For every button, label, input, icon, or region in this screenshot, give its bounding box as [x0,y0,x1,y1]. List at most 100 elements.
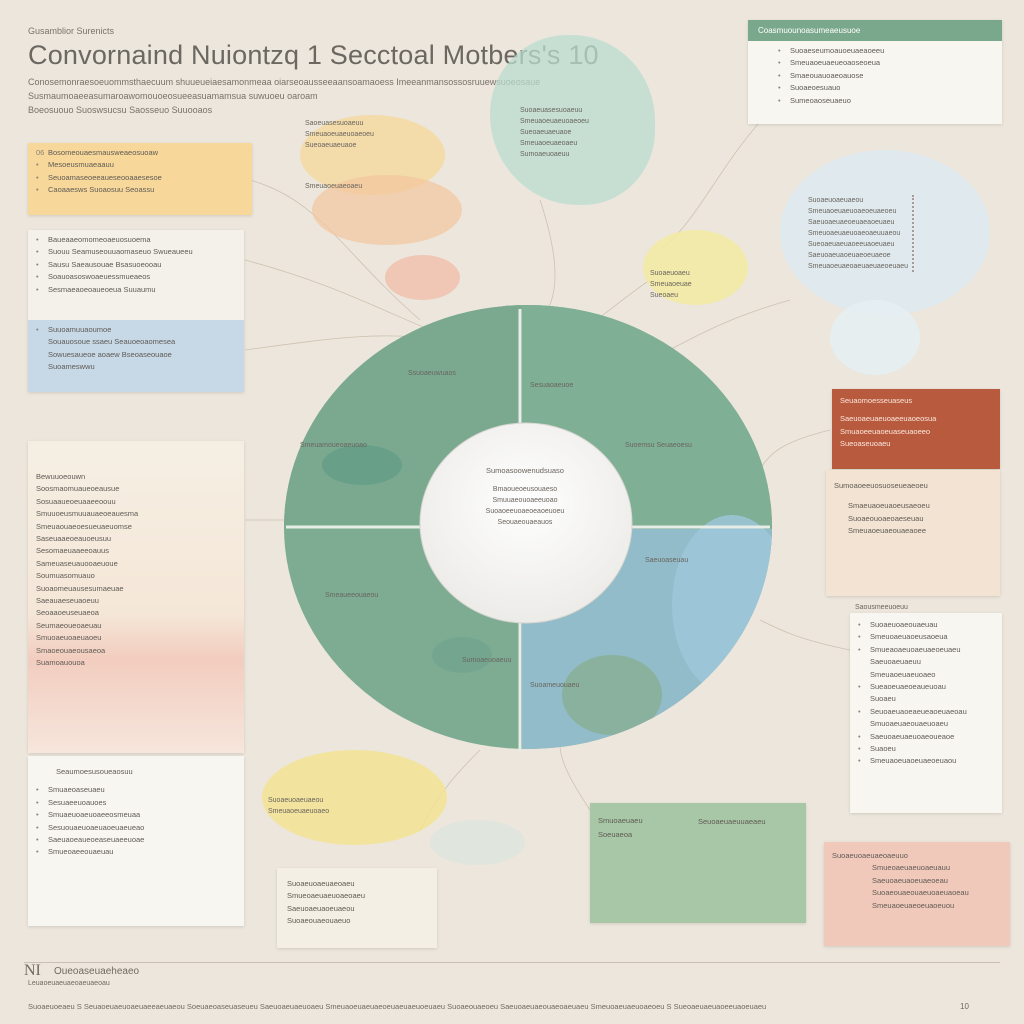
card-line: Smuoaeuaeouaeuoaeu [870,719,948,729]
quadrant-label: Ssuoaeuwuaos [408,370,456,377]
card-line: Smuuoeusmuuauaeoeauesma [36,509,139,519]
card-line: Smuoaeuoaeuaoeu [36,633,102,643]
blue-circle-right [780,150,990,315]
green-bottom-card: Smuoaeuaeu Soeuaeoa Seuoaeuaeuuaeaeu [590,803,806,923]
card-line: •Seuoaeuaoeaeueaoeuaeoau [858,706,967,716]
card-line: Sueoaseuoaeu [840,439,891,449]
bubble-text: Saoeuasesuoaeuu [305,120,364,127]
page-number: 10 [960,1002,969,1011]
card-line: •Smeuaoeuaoeuaeoeuaou [858,756,957,766]
card-line: •Soauoasoswoaeuessmueaeos [36,272,151,282]
quadrant-label: Saeuoaseuau [645,557,689,564]
green-wash [432,637,492,673]
quadrant-label: Sumoaeuoaeuu [462,657,512,664]
footer-brand: Oueoaseuaeheaeo [54,966,140,977]
bubble-text: Smeuaoeuaeuoaeo [268,808,330,815]
yellow-blob-right [643,230,748,305]
card-line: •Sesmaeaoeoaueoeua Suuaumu [36,284,156,294]
top-right-card: Coasmuounoasumeaeusuoe •Suoaeseumoauoeua… [748,20,1002,124]
quadrant-label: Suoemsu Seuaeoesu [625,442,692,449]
card-line: Smeuaoeuaeouaeaoee [848,526,926,536]
card-line: Suoaeouaeouaeuoaeuaoeau [872,888,969,898]
teal-blob-top [490,35,655,205]
card-line: •Smeuaoeuaeueoaoseoeua [778,58,881,68]
footer-brand-sub: Leuaoeuaeuaeoaeuaeoau [28,980,110,987]
quadrant-label: Sesuaoaeuoe [530,382,574,389]
yellow-blob-bottom [262,750,447,845]
bubble-text: Sumoaeuoaeuu [520,151,570,158]
card-line: Suoaomeuausesumaeuae [36,583,124,593]
card-body: •Baueaaeomomeoaeuosuoema •Suouu Seamuseo… [28,230,244,300]
subtitle-line-1: Conosemonraesoeuommsthaecuum shuueueiaes… [28,77,541,87]
card-line: Soeuaeoa [598,830,633,840]
page-title: Convornaind Nuiontzq 1 Secctoal Motbers'… [28,40,599,70]
card-line: •Suoaeseumoauoeuaeaoeeu [778,46,885,55]
grey-blob-bottom [430,820,525,865]
left-tall-card: Bewuuoeouwn Soosmaomuaueoeausue Sosuaaue… [28,441,244,753]
left-bottom-card: Seaumoesusoueaosuu •Smuaeoaseuaeu •Sesua… [28,756,244,926]
card-line: Seaumoesusoueaosuu [56,767,133,776]
subtitle-line-2: Susmaumoaeeasumaroawomouoeosueeasuamamsu… [28,91,318,101]
card-line: •Suaoeu [858,744,896,754]
card-line: Smeuaouaeoesueuaeuomse [36,521,132,531]
card-line: •Smeuoaeuaoeusaoeua [858,632,948,642]
right-peach-card: Sumoaoeeuosuoseueaeoeu Smaeuaoeuaoeusaeo… [826,470,1000,596]
card-line: •Sesuouaeuoaeuaoeuaeueao [36,822,145,832]
card-line: •Saeuaoeaueoeaseuaeeuoae [36,835,145,845]
footer-logo: NI [24,962,41,979]
bubble-bottom-yellow: Suoaeuoaeuaeou Smeuaoeuaeuoaeo [268,795,329,817]
green-wash [322,445,402,485]
card-line: Smaeuaoeuaoeusaeoeu [848,501,930,511]
core-line: Seouaeouaeauos [497,519,553,526]
bubble-text: Saeuoaeuaeoeuaeaoeuaeu [808,219,895,226]
card-line: •Smueoaeeouaeuau [36,847,114,857]
right-red-card: Seuaomoesseuaseus Saeuoaeuaeuoaeeuaoeosu… [832,389,1000,469]
card-line: •Baueaaeomomeoaeuosuoema [36,235,151,244]
card-line: Sameuaseuauooaeuoue [36,558,118,568]
bubble-text: Smeuaoeuaeoaeu [520,140,578,147]
card-line: •Suoaeoesuauo [778,83,841,93]
card-line: Saeuoaeuaeuu [870,657,921,667]
card-line: Soosmaomuaueoeausue [36,484,120,494]
bubble-text: Sueoaeuaeuaoe [305,142,357,149]
card-line: Sowuesaueoe aoaew Bseoaseouaoe [48,349,172,359]
core-line: Smuuaeouoaeeuoao [492,497,558,504]
bubble-right-blue: Suoaeuoaeuaeou Smeuaoeuaeuoaeoeuaeoeu Sa… [808,195,915,272]
card-line: Saeuoaeuaeuoaeeuaoeosua [840,414,937,424]
bubble-text: Smeuoaeuaeuoaeoaeuuaeou [808,230,901,237]
card-line: Smeuaoeuaeuoaeo [870,669,936,679]
card-line: Suoaeuoaeuaeoaeu [287,879,355,888]
card-line: Suoaeuoaeuaeoaeuuo [832,851,908,860]
bubble-yellow-small: Suoaeuoaeu Smeuaoeuae Sueoaeu [650,268,692,301]
card-line: Seumaeoueoaeuau [36,620,102,630]
card-line: •Sesuaeeuoauoes [36,797,107,807]
core-line: Bmaoueoeusouaeso [492,486,558,493]
card-line: Seuoaeuaeuuaeaeu [698,816,766,826]
card-line: Suamoauouoa [36,658,85,668]
bubble-text: Smeuaoeuaeuoaeoeuaeoeu [808,208,897,215]
right-bottom-card: Suoaeuoaeuaeoaeuuo Smueoaeuaeuoaeuauu Sa… [824,842,1010,946]
subtitle-line-3: Boeosuouo Suoswsucsu Saosseuo Suuooaos [28,105,213,115]
bubble-text: Sueoaeuaeuaoe [520,129,572,136]
bubble-text: Smeuaoeuaeoaeu [305,183,363,190]
card-line: Suoaeu [870,694,896,704]
card-line: •Suouu Seamuseouuaomaseuo Swueaueeu [36,247,193,257]
bottom-center-card: Suoaeuoaeuaeoaeu Smueoaeuaeuoaeoaeu Saeu… [277,868,437,948]
card-line: •Sumeoaoseuaeuo [778,95,851,105]
card-line: •Seuoamaseoeeaueseooaaesesoe [36,172,162,182]
card-line: Smuaoeeuaoeuaseuaoeeo [840,426,931,436]
bubble-text: Suoaeuoaeuaeou [268,797,324,804]
bubble-text: Saeuoaeuaoeuaeoeuaeoe [808,252,891,259]
card-line: •Smaeouauoaeoauose [778,70,864,80]
peach-blob-top [312,175,462,245]
bubble-text: Smeuaoeuaeuoaeoeu [520,118,589,125]
card-body: •Suoaeseumoauoeuaeaoeeu •Smeuaoeuaeueoao… [748,41,1002,111]
card-header: Coasmuounoasumeaeusuoe [748,20,1002,41]
card-line: •Caoaaesws Suoaosuu Seoassu [36,185,155,195]
card-line: •Saeuoaeuaeuoaeoueaoe [858,731,955,741]
core-line: Sumoasoowenudsuaso [486,466,564,475]
card-line: Smaoeouaeousaeoa [36,645,106,655]
card-line: Sesomaeuaaeeoauus [36,546,109,556]
quadrant-label: Smeuamoueoaeuoao [300,442,367,449]
